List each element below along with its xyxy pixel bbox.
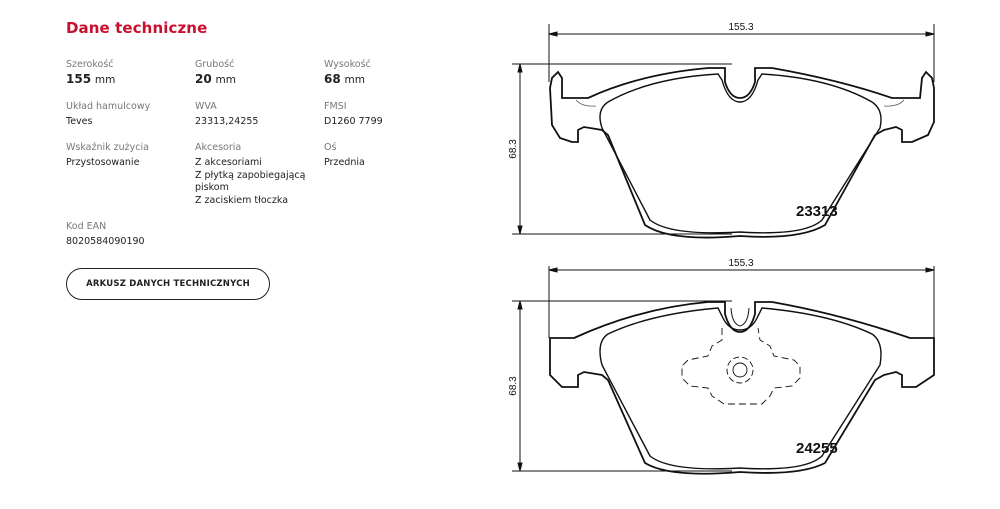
spec-value-line: piskom [195, 182, 229, 193]
brake-pad-drawing-1: 23313 155.3 68.3 [500, 10, 950, 254]
spec-width: Szerokość 155 mm [66, 58, 115, 88]
technical-datasheet-button[interactable]: ARKUSZ DANYCH TECHNICZNYCH [66, 268, 270, 300]
spec-unit: mm [94, 74, 116, 86]
spec-label: Kod EAN [66, 221, 107, 232]
spec-label: Wysokość [324, 59, 371, 70]
part-number: 23313 [796, 203, 838, 220]
spec-label: WVA [195, 101, 217, 112]
spec-value: 23313,24255 [195, 116, 259, 127]
spec-value: 8020584090190 [66, 236, 145, 247]
brake-pad-drawing-2: 24255 155.3 68.3 [500, 250, 950, 484]
spec-value-line: Z płytką zapobiegającą [195, 169, 306, 181]
spec-label: Wskaźnik zużycia [66, 142, 149, 153]
spec-wear-indicator: Wskaźnik zużycia Przystosowanie [66, 141, 149, 170]
brake-pad-diagram: 23313 155.3 68.3 [508, 22, 935, 239]
spec-value: 155 [66, 72, 92, 86]
spec-label: Grubość [195, 59, 235, 70]
spec-label: Oś [324, 142, 337, 153]
spec-label: Układ hamulcowy [66, 101, 151, 112]
part-number: 24255 [796, 440, 838, 457]
spec-unit: mm [215, 74, 236, 86]
section-title: Dane techniczne [66, 19, 208, 37]
spec-unit: mm [344, 74, 365, 86]
spec-fmsi: FMSI D1260 7799 [324, 100, 383, 129]
spec-value: Teves [66, 116, 93, 127]
spec-value-line: Z zaciskiem tłoczka [195, 194, 289, 206]
height-dimension: 68.3 [508, 376, 519, 396]
spec-label: Akcesoria [195, 142, 242, 153]
spec-value: 68 [324, 72, 341, 86]
width-dimension: 155.3 [728, 258, 753, 269]
spec-label: Szerokość [66, 59, 114, 70]
spec-brake-system: Układ hamulcowy Teves [66, 100, 150, 129]
spec-value: Przednia [324, 157, 365, 168]
spec-value: Przystosowanie [66, 157, 140, 168]
spec-value-line: Z akcesoriami [195, 157, 262, 168]
brake-pad-diagram: 24255 155.3 68.3 [508, 258, 935, 475]
width-dimension: 155.3 [728, 22, 753, 33]
spec-value: 20 [195, 72, 212, 86]
height-dimension: 68.3 [508, 139, 519, 159]
spec-ean: Kod EAN 8020584090190 [66, 220, 145, 249]
spec-wva: WVA 23313,24255 [195, 100, 258, 129]
spec-thickness: Grubość 20 mm [195, 58, 236, 88]
spec-value: D1260 7799 [324, 116, 383, 127]
spec-accessories: Akcesoria Z akcesoriami Z płytką zapobie… [195, 141, 305, 207]
spec-label: FMSI [324, 101, 347, 112]
spec-axle: Oś Przednia [324, 141, 365, 170]
spec-height: Wysokość 68 mm [324, 58, 371, 88]
